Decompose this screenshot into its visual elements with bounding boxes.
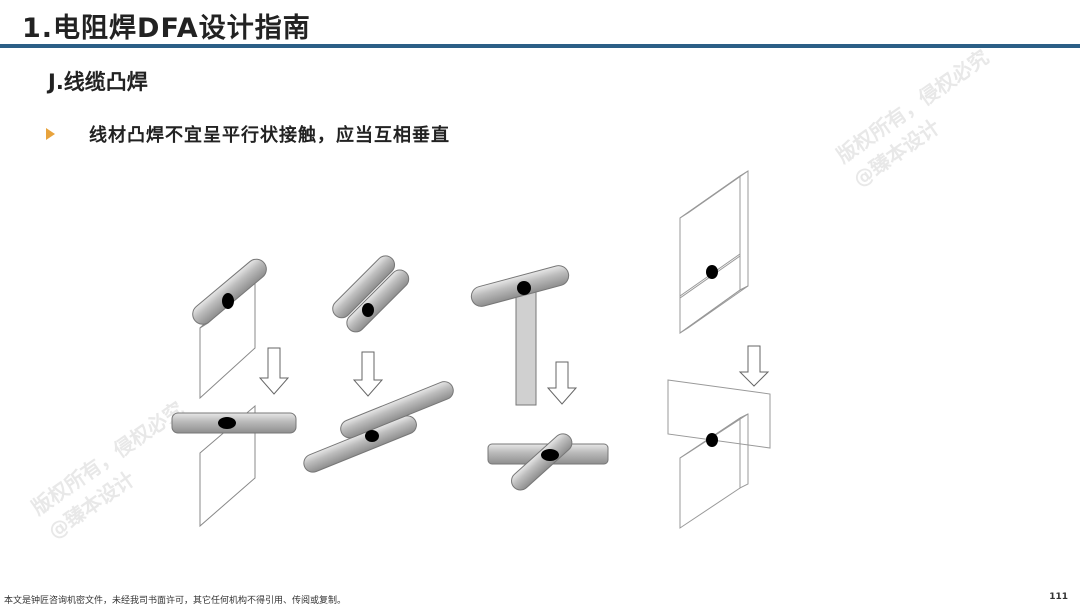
footer-notice: 本文是钟匠咨询机密文件，未经我司书面许可，其它任何机构不得引用、传阅或复制。: [4, 596, 347, 606]
down-arrow-icon: [258, 347, 290, 395]
figure-3: [470, 265, 609, 491]
down-arrow-icon: [546, 361, 578, 405]
weld-spot: [365, 430, 379, 442]
weld-spot: [222, 293, 234, 309]
wire-pair-top: [332, 255, 410, 333]
wire-top-1: [192, 258, 267, 325]
weld-spot: [541, 449, 559, 461]
page-number: 111: [1049, 592, 1068, 602]
watermark-top: 版权所有，侵权必究 @臻本设计: [830, 42, 1011, 193]
down-arrow-icon: [738, 345, 770, 387]
weld-spot: [517, 281, 531, 295]
wire-bottom-3-cross: [511, 433, 573, 491]
section-heading: J.线缆凸焊: [48, 70, 148, 94]
vertical-wire: [515, 282, 537, 406]
wire-welding-figure: [171, 170, 771, 529]
figure-2: [303, 255, 454, 473]
page-title: 1.电阻焊DFA设计指南: [22, 13, 311, 44]
plate-4-top: [679, 175, 741, 334]
down-arrow-icon: [352, 351, 384, 397]
bullet-item: 线材凸焊不宜呈平行状接触，应当互相垂直: [46, 121, 450, 147]
title-divider: [0, 44, 1080, 48]
plate-4-mid: [667, 379, 771, 449]
weld-spot: [706, 265, 718, 279]
weld-spot: [362, 303, 374, 317]
weld-spot: [706, 433, 718, 447]
wire-pair-bottom: [303, 381, 454, 473]
figure-4: [667, 170, 771, 529]
figure-1: [171, 258, 297, 528]
weld-spot: [218, 417, 236, 429]
bullet-text: 线材凸焊不宜呈平行状接触，应当互相垂直: [89, 125, 450, 146]
triangle-bullet-icon: [46, 128, 55, 140]
